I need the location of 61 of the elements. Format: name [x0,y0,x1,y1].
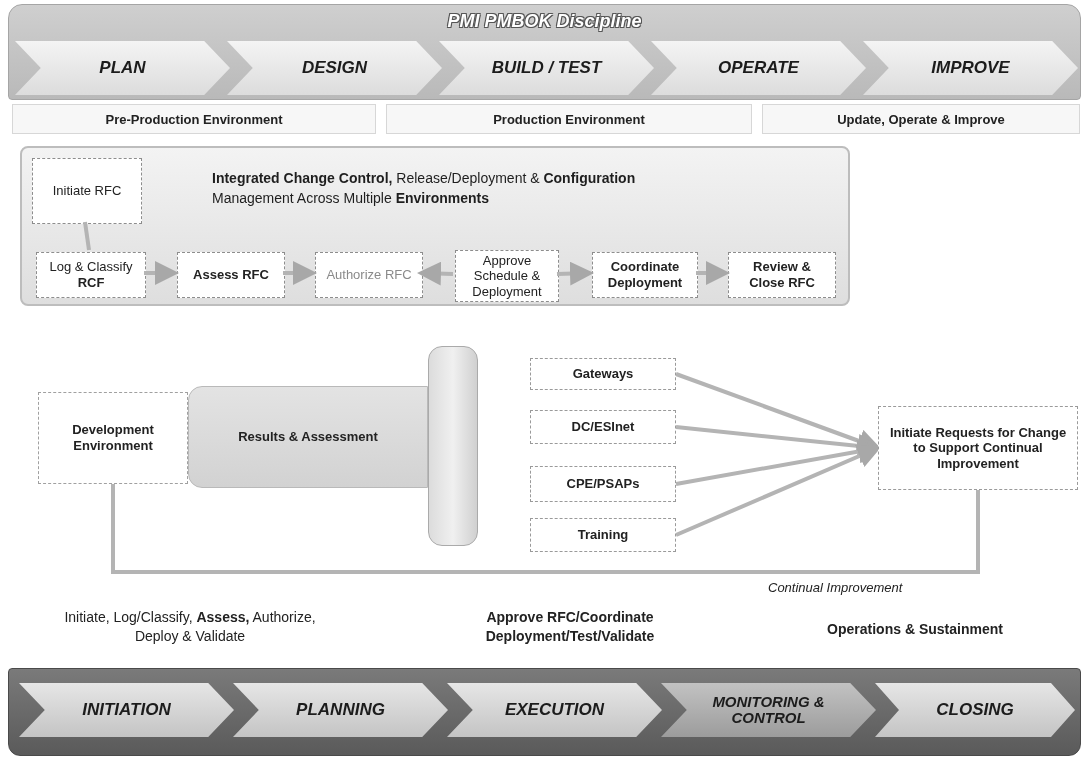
box-label: Development Environment [71,422,155,454]
environment-box [38,392,188,484]
arrow [283,261,317,285]
component-box [530,466,676,502]
process-box [177,252,285,298]
edge-label: Continual Improvement [768,580,903,595]
component-box [530,518,676,552]
step-label: MONITORING & CONTROL [711,694,826,726]
process-box [455,250,559,302]
process-box [315,252,423,298]
component-box [530,410,676,444]
phase-note: Initiate, Log/Classify, Assess, Authorize, Deploy & Validate [63,608,317,646]
step-label: DESIGN [300,59,369,77]
vertical-bar [428,346,478,546]
box-label: Review & Close RFC [748,259,816,291]
box-label: Authorize RFC [325,267,413,283]
arrow [696,261,730,285]
process-box [592,252,698,298]
box-label: CPE/PSAPs [565,476,641,492]
environment-box [762,104,1080,134]
process-box [32,158,142,224]
environment-label: Production Environment [493,111,645,127]
box-label: Gateways [571,366,635,382]
environment-box [12,104,376,134]
box-label: Log & Classify RCF [48,259,134,291]
phase-band [8,4,1081,100]
phase-note: Approve RFC/Coordinate Deployment/Test/Validate [484,608,656,646]
step-label: EXECUTION [503,701,606,719]
step-label: INITIATION [81,701,172,719]
step-label: IMPROVE [930,59,1011,77]
chevron-step [863,41,1078,95]
box-label: Results & Assessment [237,429,379,445]
connector-line [83,221,91,251]
box-label: Coordinate Deployment [606,259,684,291]
box-label: Initiate Requests for Change to Support Continual Improvement [888,424,1068,472]
component-box [530,358,676,390]
step-label: CLOSING [935,701,1015,719]
step-label: PLANNING [295,701,386,719]
step-label: OPERATE [717,59,801,77]
phase-band [8,668,1081,756]
box-label: DC/ESInet [570,419,636,435]
process-panel [20,146,850,306]
band-title: PMI PMBOK Discipline [447,11,642,32]
step-label: BUILD / TEST [490,59,604,77]
connector-line [111,484,980,574]
arrow [417,261,454,286]
panel-heading: Integrated Change Control, Release/Deployment & Configuration Management Across Multiple Environments [212,169,637,209]
box-label: Initiate RFC [51,183,123,199]
step-label: PLAN [98,59,147,77]
environment-label: Update, Operate & Improve [837,111,1005,127]
process-box [728,252,836,298]
phase-note: Operations & Sustainment [826,620,1004,639]
environment-label: Pre-Production Environment [105,111,283,127]
process-box [36,252,146,298]
environment-box [386,104,752,134]
box-label: Training [576,527,630,543]
arrow [144,261,179,285]
goal-box [878,406,1078,490]
box-label: Assess RFC [192,267,270,283]
box-label: Approve Schedule & Deployment [471,252,543,300]
results-tab [188,386,428,488]
